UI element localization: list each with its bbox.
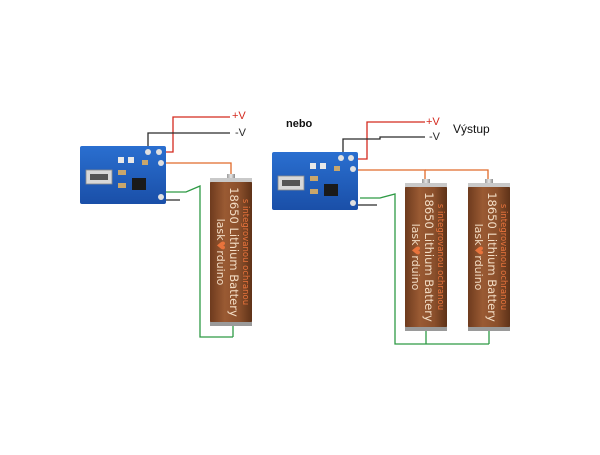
battery-left-label-protection: s integrovanou ochranou (240, 199, 250, 305)
nebo-label: nebo (286, 118, 313, 130)
battery-right-2-label-model: 18650 Lithium Battery (485, 192, 499, 322)
left-plus-wire (161, 116, 230, 153)
right-orange-wire-2 (425, 169, 489, 182)
brand-text-a: lask (409, 224, 422, 247)
right-circuit: s integrovanou ochranou 18650 Lithium Ba… (272, 116, 510, 345)
right-minus-wire (342, 136, 425, 160)
battery-left-label-model: 18650 Lithium Battery (227, 187, 241, 317)
battery-right-1-label-brand: lask♥rduino (409, 224, 422, 291)
left-plus-label: +V (232, 110, 246, 122)
right-plus-wire (353, 121, 425, 160)
left-orange-wire (164, 162, 232, 177)
chip-icon (132, 178, 146, 190)
brand-text-b: rduino (409, 255, 422, 290)
battery-right-2-label-brand: lask♥rduino (472, 224, 485, 291)
heart-icon: ♥ (409, 245, 422, 255)
heart-icon: ♥ (214, 240, 227, 250)
right-orange-wire-1 (357, 169, 426, 182)
right-plus-label: +V (426, 116, 440, 128)
output-label: Výstup (453, 122, 490, 136)
brand-text-b: rduino (214, 250, 227, 285)
left-green-wire (166, 185, 233, 338)
charger-module-right (272, 152, 358, 210)
charger-module-left (80, 146, 166, 204)
battery-left-label-brand: lask♥rduino (214, 219, 227, 286)
brand-text-a: lask (472, 224, 485, 247)
brand-text-a: lask (214, 219, 227, 242)
heart-icon: ♥ (472, 245, 485, 255)
battery-right-1: s integrovanou ochranou 18650 Lithium Ba… (405, 179, 447, 331)
brand-text-b: rduino (472, 255, 485, 290)
left-minus-label: -V (235, 127, 247, 139)
chip-icon (324, 184, 338, 196)
battery-left: s integrovanou ochranou 18650 Lithium Ba… (210, 174, 252, 337)
battery-right-1-label-protection: s integrovanou ochranou (435, 204, 445, 310)
battery-right-1-label-model: 18650 Lithium Battery (422, 192, 436, 322)
battery-right-2-label-protection: s integrovanou ochranou (498, 204, 508, 310)
left-circuit: s integrovanou ochranou 18650 Lithium Ba… (80, 110, 252, 338)
right-minus-label: -V (429, 131, 441, 143)
battery-right-2: s integrovanou ochranou 18650 Lithium Ba… (468, 179, 510, 344)
